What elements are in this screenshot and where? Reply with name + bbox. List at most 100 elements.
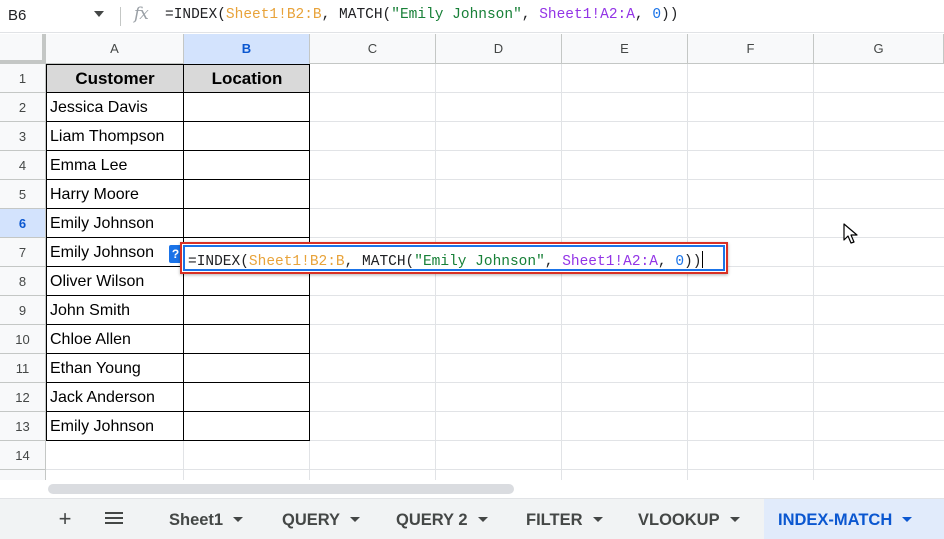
row-header-14[interactable]: 14: [0, 441, 46, 470]
row-header-3[interactable]: 3: [0, 122, 46, 151]
row-header-12[interactable]: 12: [0, 383, 46, 412]
column-header-e[interactable]: E: [562, 34, 688, 64]
location-cell[interactable]: [184, 325, 310, 354]
column-header-d[interactable]: D: [436, 34, 562, 64]
customer-cell[interactable]: Jessica Davis: [50, 99, 148, 116]
row-header-11[interactable]: 11: [0, 354, 46, 383]
column-header-c[interactable]: C: [310, 34, 436, 64]
grid-row-line: [46, 150, 944, 151]
chevron-down-icon[interactable]: [350, 517, 361, 523]
editor-formula-part: "Emily Johnson": [414, 254, 545, 270]
row-header-2[interactable]: 2: [0, 93, 46, 122]
editor-formula-part: ,: [657, 254, 676, 270]
customer-cell[interactable]: Oliver Wilson: [50, 273, 145, 290]
table-border: [46, 64, 47, 441]
cell-formula-editor[interactable]: =INDEX(Sheet1!B2:B, MATCH("Emily Johnson…: [180, 242, 728, 274]
location-cell[interactable]: [184, 354, 310, 383]
grid-row-line: [46, 440, 944, 441]
customer-cell[interactable]: Emily Johnson: [50, 418, 155, 435]
customer-cell[interactable]: Liam Thompson: [50, 128, 165, 145]
formula-part: ,: [521, 7, 540, 23]
formula-part: Sheet1!A2:A: [539, 7, 635, 23]
table-border: [46, 64, 310, 65]
table-border: [46, 150, 310, 151]
customer-cell[interactable]: Chloe Allen: [50, 331, 131, 348]
sheet-tab-filter[interactable]: FILTER: [512, 499, 622, 539]
grid-row-line: [46, 353, 944, 354]
sheet-tab-query[interactable]: QUERY: [268, 499, 380, 539]
grid-column-line: [687, 64, 688, 485]
header-cell-location[interactable]: Location: [184, 64, 310, 93]
horizontal-scrollbar[interactable]: [0, 480, 944, 498]
column-header-b[interactable]: B: [184, 34, 310, 64]
location-cell[interactable]: [184, 180, 310, 209]
row-header-4[interactable]: 4: [0, 151, 46, 180]
row-header-8[interactable]: 8: [0, 267, 46, 296]
chevron-down-icon[interactable]: [902, 517, 913, 523]
table-border: [46, 92, 310, 93]
formula-bar: B6 fx =INDEX(Sheet1!B2:B, MATCH("Emily J…: [0, 0, 944, 33]
customer-cell[interactable]: Emma Lee: [50, 157, 128, 174]
grid-row-line: [46, 295, 944, 296]
select-all-corner[interactable]: [0, 34, 46, 64]
horizontal-scroll-thumb[interactable]: [48, 484, 514, 494]
chevron-down-icon[interactable]: [729, 517, 740, 523]
location-cell[interactable]: [184, 383, 310, 412]
row-header-10[interactable]: 10: [0, 325, 46, 354]
editor-formula-part: 0: [675, 254, 685, 270]
all-sheets-button[interactable]: [96, 499, 132, 539]
row-header-5[interactable]: 5: [0, 180, 46, 209]
grid-row-line: [46, 92, 944, 93]
formula-part: 0: [652, 7, 662, 23]
location-cell[interactable]: [184, 296, 310, 325]
grid-row-line: [46, 121, 944, 122]
customer-cell[interactable]: Ethan Young: [50, 360, 141, 377]
formula-input[interactable]: =INDEX(Sheet1!B2:B, MATCH("Emily Johnson…: [165, 7, 678, 23]
column-header-f[interactable]: F: [688, 34, 814, 64]
sheet-tab-vlookup[interactable]: VLOOKUP: [624, 499, 762, 539]
customer-cell[interactable]: Harry Moore: [50, 186, 139, 203]
formula-part: Sheet1!B2:B: [225, 7, 322, 23]
editor-formula-part: =INDEX(: [188, 254, 249, 270]
row-header-9[interactable]: 9: [0, 296, 46, 325]
location-cell[interactable]: [184, 412, 310, 441]
location-cell[interactable]: [184, 151, 310, 180]
row-header-7[interactable]: 7: [0, 238, 46, 267]
name-box[interactable]: B6: [0, 0, 118, 33]
formula-part: , MATCH(: [321, 7, 392, 23]
customer-cell[interactable]: John Smith: [50, 302, 131, 319]
column-header-a[interactable]: A: [46, 34, 184, 64]
location-cell[interactable]: [184, 122, 310, 151]
formula-help-icon[interactable]: ?: [169, 245, 182, 263]
chevron-down-icon[interactable]: [592, 517, 603, 523]
sheet-tab-label: Sheet1: [169, 511, 224, 529]
grid-column-line: [813, 64, 814, 485]
name-box-dropdown-icon[interactable]: [94, 11, 104, 17]
row-header-1[interactable]: 1: [0, 64, 46, 93]
header-cell-customer[interactable]: Customer: [46, 64, 184, 93]
cell-editor-text[interactable]: =INDEX(Sheet1!B2:B, MATCH("Emily Johnson…: [188, 251, 704, 270]
grid-row-line: [46, 237, 944, 238]
plus-icon: +: [58, 506, 72, 531]
chevron-down-icon[interactable]: [477, 517, 488, 523]
customer-cell[interactable]: Emily Johnson: [50, 244, 155, 261]
sheet-tab-sheet1[interactable]: Sheet1: [155, 499, 265, 539]
fx-icon: fx: [134, 4, 149, 24]
cell-reference: B6: [8, 7, 27, 24]
row-header-13[interactable]: 13: [0, 412, 46, 441]
table-border: [46, 266, 310, 267]
location-cell[interactable]: [184, 93, 310, 122]
chevron-down-icon[interactable]: [233, 517, 244, 523]
location-cell[interactable]: [184, 209, 310, 238]
sheet-tab-index-match[interactable]: INDEX-MATCH: [764, 499, 944, 539]
customer-cell[interactable]: Jack Anderson: [50, 389, 155, 406]
grid-column-line: [435, 64, 436, 485]
add-sheet-button[interactable]: +: [48, 499, 82, 539]
row-header-6[interactable]: 6: [0, 209, 46, 238]
column-header-g[interactable]: G: [814, 34, 944, 64]
customer-cell[interactable]: Emily Johnson: [50, 215, 155, 232]
sheet-tab-query-2[interactable]: QUERY 2: [382, 499, 510, 539]
